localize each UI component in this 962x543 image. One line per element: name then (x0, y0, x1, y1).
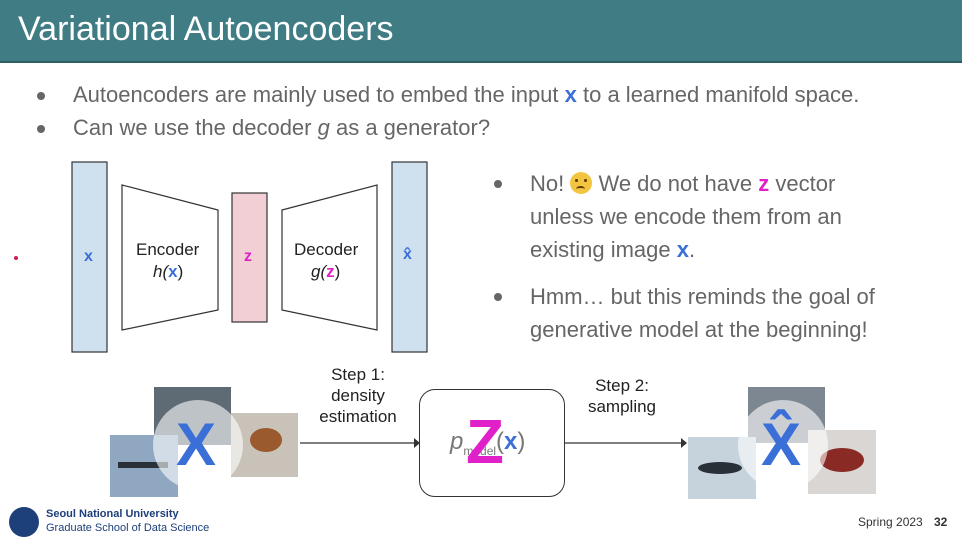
step2-line-1: Step 2: (570, 375, 674, 396)
bullet-dot (494, 293, 502, 301)
footer-term: Spring 2023 (858, 515, 923, 529)
decoder-z: z (326, 262, 335, 281)
step1-line-2: density (300, 385, 416, 406)
right-bullet-1-no: No! (530, 171, 570, 196)
output-xhat-label: x̂ (403, 246, 412, 264)
bullet-dot (494, 180, 502, 188)
z-label: z (244, 248, 252, 266)
big-xhat-label: X̂ (761, 415, 801, 475)
right-bullet-1-l3-pre: existing image (530, 237, 677, 262)
bird-shape (250, 428, 282, 452)
p-close: ) (517, 428, 525, 455)
right-bullet-1-l3-x: x (677, 237, 689, 262)
right-bullet-2-line-2: generative model at the beginning! (530, 317, 868, 343)
right-bullet-1-post: vector (769, 171, 835, 196)
blur-shape-r2 (698, 462, 742, 474)
right-bullet-1-l3-post: . (689, 237, 695, 262)
decoder-close: ) (335, 262, 341, 281)
encoder-x: x (168, 262, 177, 281)
p-symbol: p (450, 428, 463, 455)
decoder-label: Decoder (294, 240, 358, 260)
sad-face-icon (570, 172, 592, 194)
right-bullet-1-z: z (758, 171, 769, 196)
encoder-h: h( (153, 262, 168, 281)
step1-line-1: Step 1: (300, 364, 416, 385)
footer-university: Seoul National University (46, 508, 179, 520)
footer-school: Graduate School of Data Science (46, 522, 209, 534)
encoder-label: Encoder (136, 240, 199, 260)
right-bullet-1-mid: We do not have (592, 171, 758, 196)
input-x-label: x (84, 248, 93, 266)
encoder-fn: h(x) (153, 262, 183, 282)
p-x: x (504, 428, 517, 455)
right-bullet-1-line-1: No! We do not have z vector (530, 171, 835, 197)
right-bullet-1-line-2: unless we encode them from an (530, 204, 842, 230)
encoder-close: ) (178, 262, 184, 281)
footer-page-number: 32 (934, 515, 947, 529)
right-bullet-2-line-1: Hmm… but this reminds the goal of (530, 284, 875, 310)
arrow-step2-head (681, 438, 687, 448)
step1-line-3: estimation (300, 406, 416, 427)
decoder-fn: g(z) (311, 262, 340, 282)
step2-label: Step 2: sampling (570, 375, 674, 417)
step2-line-2: sampling (570, 396, 674, 417)
decoder-g: g( (311, 262, 326, 281)
snu-logo-icon (9, 507, 39, 537)
step1-label: Step 1: density estimation (300, 364, 416, 427)
right-bullet-1-line-3: existing image x. (530, 237, 695, 263)
big-x-label: X (176, 415, 216, 475)
big-z-label: Z (466, 412, 504, 474)
